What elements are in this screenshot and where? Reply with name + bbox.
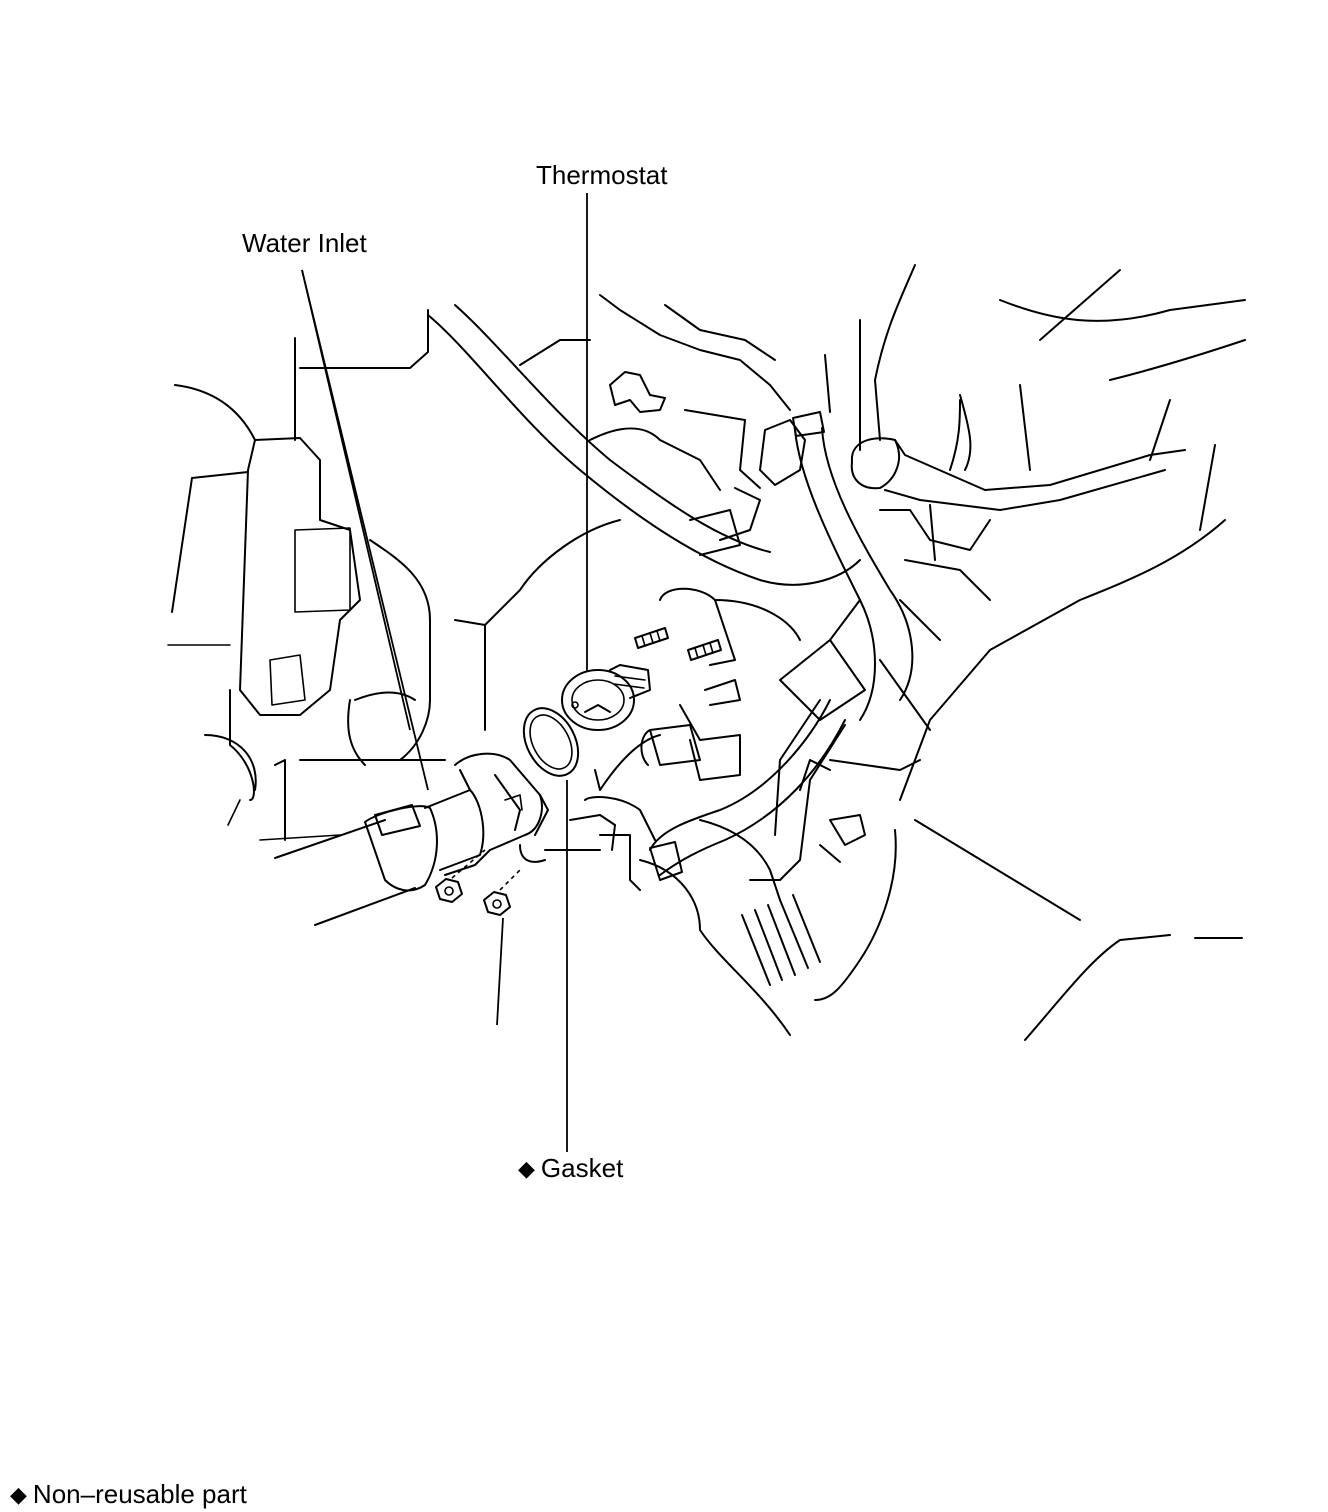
nuts (435, 849, 521, 916)
non-reusable-icon: ◆ (10, 1482, 27, 1507)
non-reusable-icon: ◆ (518, 1156, 535, 1181)
thermostat-label: Thermostat (536, 160, 668, 190)
legend-non-reusable: ◆Non–reusable part (10, 1481, 247, 1507)
gasket-part (522, 707, 580, 777)
gasket-label: ◆Gasket (518, 1155, 623, 1181)
rib-vents (741, 894, 821, 986)
legend-text: Non–reusable part (32, 1479, 247, 1509)
leader-lines (301, 193, 588, 1152)
thermostat-part (561, 664, 651, 731)
water-inlet-part (274, 752, 549, 926)
engine-outline (167, 264, 1246, 1041)
stud-bolts (634, 627, 722, 661)
water-inlet-label: Water Inlet (242, 228, 367, 258)
gasket-label-text: Gasket (540, 1153, 624, 1183)
